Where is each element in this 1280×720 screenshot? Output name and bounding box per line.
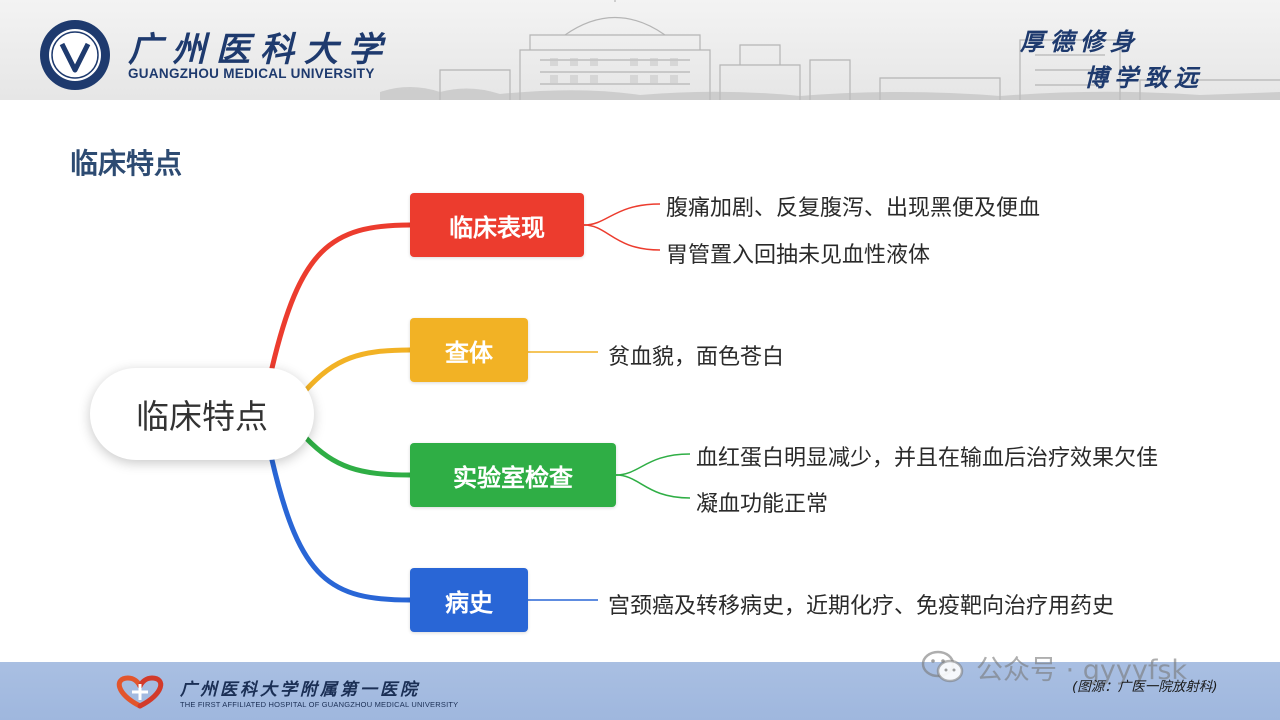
wechat-watermark: 公众号 · gyyyfsk: [976, 655, 1188, 686]
wechat-icon: [921, 650, 964, 683]
connector-yellow: [303, 347, 413, 393]
leaf-physical-1: 贫血貌，面色苍白: [608, 345, 785, 370]
leaf-clinical-1: 腹痛加剧、反复腹泻、出现黑便及便血: [666, 196, 1041, 221]
leaf-connector-green-1: [615, 453, 691, 476]
motto-line-1: 厚德修身: [1020, 27, 1140, 56]
hospital-name-english: THE FIRST AFFILIATED HOSPITAL OF GUANGZH…: [180, 700, 459, 709]
leaf-connector-red-2: [583, 224, 661, 251]
footer-banner: 广州医科大学附属第一医院 THE FIRST AFFILIATED HOSPIT…: [0, 662, 1280, 720]
header-banner: 广州医科大学 GUANGZHOU MEDICAL UNIVERSITY 厚德修身…: [0, 0, 1280, 100]
branch-lab-tests: 实验室检查: [410, 443, 616, 507]
branch-physical-exam: 查体: [410, 318, 528, 382]
leaf-history-1: 宫颈癌及转移病史，近期化疗、免疫靶向治疗用药史: [608, 594, 1115, 619]
university-name-chinese: 广州医科大学: [128, 30, 392, 70]
branch-clinical-manifestation: 临床表现: [410, 193, 584, 257]
connector-red: [269, 222, 413, 371]
leaf-clinical-2: 胃管置入回抽未见血性液体: [666, 243, 931, 268]
leaf-lab-2: 凝血功能正常: [696, 492, 829, 517]
image-source-caption: (图源：广医一院放射科): [1072, 679, 1218, 695]
slide-title: 临床特点: [70, 147, 183, 180]
campus-building-illustration: [380, 0, 1280, 100]
connector-green: [303, 435, 413, 478]
university-name-english: GUANGZHOU MEDICAL UNIVERSITY: [128, 66, 375, 81]
leaf-lab-1: 血红蛋白明显减少，并且在输血后治疗效果欠佳: [696, 446, 1159, 471]
motto-line-2: 博学致远: [1084, 63, 1204, 92]
leaf-connector-green-2: [615, 474, 691, 499]
university-seal-logo: [40, 20, 110, 90]
mindmap-center-node: 临床特点: [90, 368, 314, 460]
hospital-logo: [116, 675, 164, 709]
branch-medical-history: 病史: [410, 568, 528, 632]
connector-blue: [269, 457, 413, 603]
hospital-name-chinese: 广州医科大学附属第一医院: [180, 680, 420, 700]
leaf-connector-red-1: [583, 203, 661, 226]
